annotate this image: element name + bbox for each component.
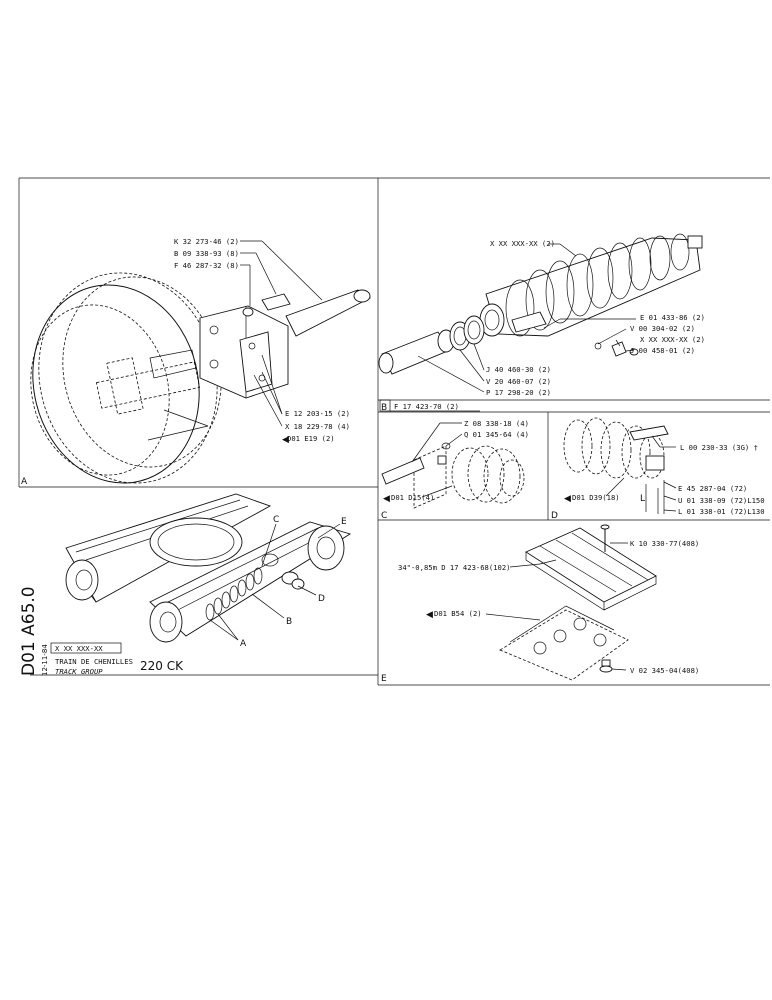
part-ref-box: X XX XXX-XX bbox=[55, 644, 103, 653]
section-a-labels: K 32 273-46 (2) B 09 338-93 (8) F 46 287… bbox=[21, 237, 350, 487]
callout-b-top: X XX XXX-XX (2) bbox=[490, 239, 555, 248]
ref-marker-d: ◀ bbox=[564, 494, 571, 504]
ref-d: D01 D39(18) bbox=[572, 493, 620, 502]
section-letter-e: E bbox=[381, 674, 387, 684]
callout-b-b3: P 17 298-20 (2) bbox=[486, 388, 551, 397]
section-e-leaders bbox=[485, 542, 628, 671]
yoke-drawing bbox=[199, 289, 371, 399]
overview-label-c: C bbox=[273, 515, 279, 525]
callout-b-r4: J 00 458-01 (2) bbox=[630, 346, 695, 355]
section-letter-b: B bbox=[381, 403, 387, 413]
ref-marker-a: ◀ bbox=[282, 435, 289, 445]
callout-b-r1: E 01 433-86 (2) bbox=[640, 313, 705, 322]
track-assembly-drawing bbox=[65, 493, 352, 643]
callout-b-r2: V 00 304-02 (2) bbox=[630, 324, 695, 333]
ref-c: D01 D15(4) bbox=[391, 493, 434, 502]
callout-d-top: L 00 230-33 (3G) † bbox=[680, 443, 758, 452]
section-d-labels: L 00 230-33 (3G) † E 45 287-04 (72) U 01… bbox=[551, 443, 765, 521]
section-b-header: F 17 423-70 (2) bbox=[394, 402, 459, 411]
frame-lines bbox=[18, 177, 770, 686]
overview-labels: C E D B A bbox=[240, 515, 347, 649]
callout-a-2: B 09 338-93 (8) bbox=[174, 249, 239, 258]
callout-a-4: E 12 203-15 (2) bbox=[285, 409, 350, 418]
overview-label-d: D bbox=[318, 594, 325, 604]
callout-c-2: Q 01 345-64 (4) bbox=[464, 430, 529, 439]
callout-d-3: L 01 338-01 (72)L130 bbox=[678, 507, 765, 516]
callout-a-1: K 32 273-46 (2) bbox=[174, 237, 239, 246]
section-c-leaders bbox=[411, 422, 463, 498]
ref-marker-e: ◀ bbox=[426, 610, 433, 620]
callout-e-shoe: 34"-0,85m D 17 423-68(102) bbox=[398, 563, 511, 572]
callout-d-1: E 45 287-04 (72) bbox=[678, 484, 747, 493]
callout-b-b2: V 20 460-07 (2) bbox=[486, 377, 551, 386]
document-date: 12-11-84 bbox=[41, 644, 49, 676]
title-block: X XX XXX-XX TRAIN DE CHENILLES TRACK GRO… bbox=[19, 586, 184, 676]
callout-b-b1: J 40 460-30 (2) bbox=[486, 365, 551, 374]
overview-label-b: B bbox=[286, 617, 292, 627]
model-label: 220 CK bbox=[140, 659, 184, 673]
title-french: TRAIN DE CHENILLES bbox=[55, 657, 133, 666]
callout-d-2: U 01 338-09 (72)L150 bbox=[678, 496, 765, 505]
overview-leaders bbox=[209, 523, 341, 641]
track-shoe-drawing bbox=[499, 524, 657, 681]
overview-label-e: E bbox=[341, 517, 347, 527]
callout-e-bolt: K 10 330-77(408) bbox=[630, 539, 699, 548]
section-b-labels: X XX XXX-XX (2) E 01 433-86 (2) V 00 304… bbox=[381, 239, 705, 413]
spring-boot-drawing bbox=[378, 233, 703, 375]
callout-b-r3: X XX XXX-XX (2) bbox=[640, 335, 705, 344]
section-a-leaders bbox=[147, 240, 323, 441]
callout-a-5: X 18 229-78 (4) bbox=[285, 422, 350, 431]
title-english: TRACK GROUP bbox=[55, 667, 103, 676]
section-letter-a: A bbox=[21, 477, 28, 487]
section-c-labels: Z 08 338-18 (4) Q 01 345-64 (4) ◀ D01 D1… bbox=[381, 419, 529, 521]
overview-label-a: A bbox=[240, 639, 247, 649]
section-e-labels: K 10 330-77(408) 34"-0,85m D 17 423-68(1… bbox=[381, 539, 699, 684]
document-code: D01 A65.0 bbox=[19, 586, 39, 676]
callout-e-nut: V 02 345-04(408) bbox=[630, 666, 699, 675]
section-letter-c: C bbox=[381, 511, 387, 521]
callout-a-3: F 46 287-32 (8) bbox=[174, 261, 239, 270]
section-d-leaders bbox=[605, 435, 677, 512]
dim-label-d: L bbox=[640, 494, 645, 504]
ref-a: D01 E19 (2) bbox=[287, 434, 335, 443]
top-roller-drawing bbox=[381, 442, 525, 509]
callout-c-1: Z 08 338-18 (4) bbox=[464, 419, 529, 428]
ref-marker-c: ◀ bbox=[383, 494, 390, 504]
section-letter-d: D bbox=[551, 511, 558, 521]
section-b-leaders bbox=[417, 243, 636, 393]
ref-e: D01 B54 (2) bbox=[434, 609, 482, 618]
bottom-roller-drawing bbox=[563, 417, 669, 514]
